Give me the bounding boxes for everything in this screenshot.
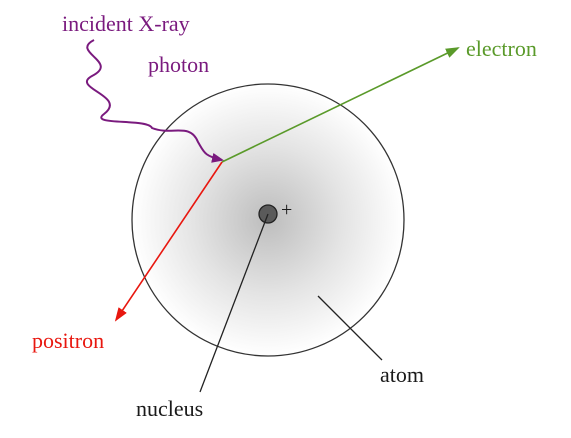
incident-photon-label-line2: photon <box>148 52 210 77</box>
positron-track <box>114 161 223 322</box>
electron-track <box>221 47 460 163</box>
incident-photon-label-line1: incident X-ray <box>62 11 190 36</box>
nucleus-label: nucleus <box>136 396 204 421</box>
atom-label: atom <box>380 362 424 387</box>
nucleus-charge-label: + <box>281 199 293 221</box>
nucleus-leader <box>199 213 269 393</box>
electron-label: electron <box>466 36 537 61</box>
atom-leader <box>317 295 383 361</box>
photon-path <box>85 39 224 163</box>
positron-label: positron <box>32 328 105 353</box>
